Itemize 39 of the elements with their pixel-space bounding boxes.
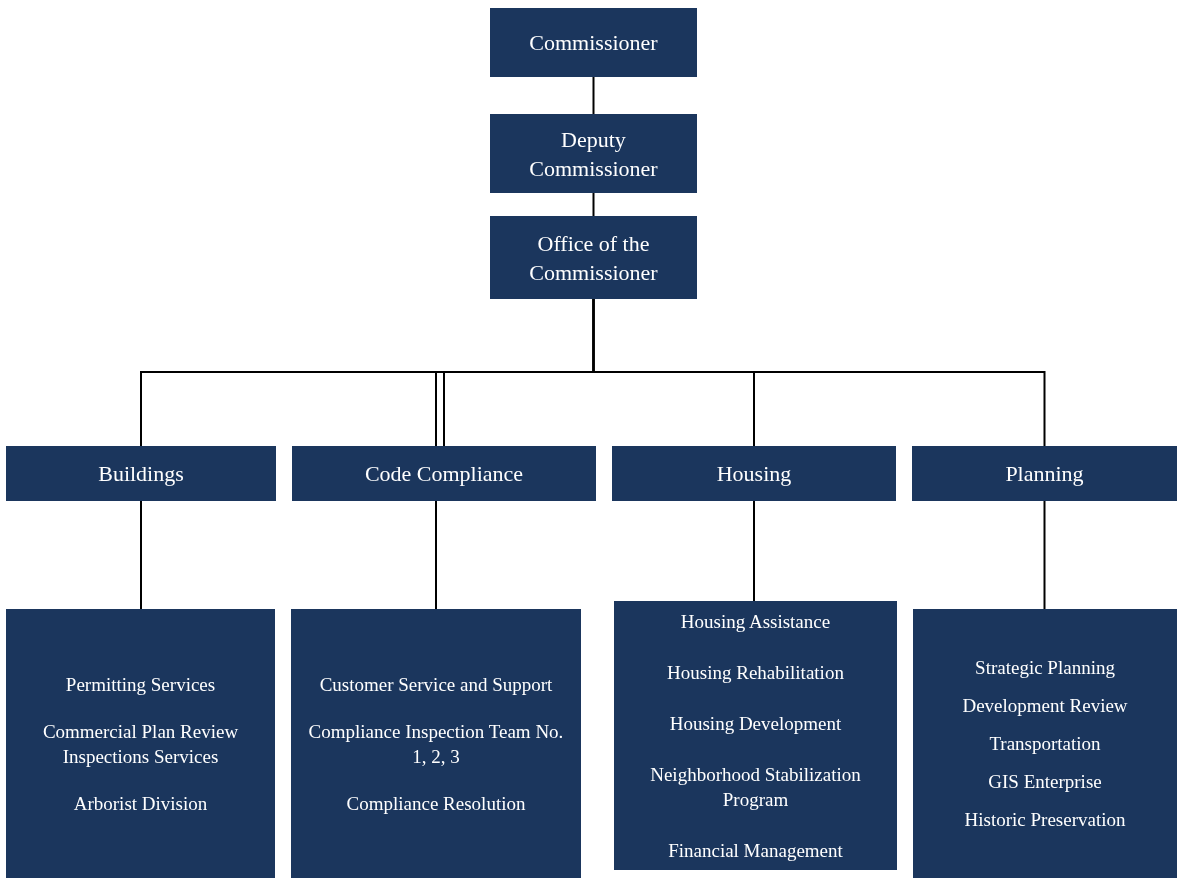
org-unit-box (912, 446, 1177, 501)
unit-item: Permitting Services (65, 672, 216, 697)
sub-unit-box (913, 609, 1177, 878)
connector-line (140, 500, 142, 610)
connector-line (592, 298, 1046, 447)
unit-item: Transportation (989, 732, 1101, 756)
unit-title: Deputy Commissioner (528, 125, 659, 183)
org-unit-box (490, 114, 697, 193)
connector-line (1043, 500, 1046, 610)
unit-item: Customer Service and Support (319, 672, 553, 697)
unit-item: Financial Management (668, 838, 843, 863)
unit-title: Commissioner (529, 29, 658, 57)
org-unit-box (292, 446, 596, 501)
unit-item: Compliance Resolution (346, 791, 526, 816)
unit-item: Compliance Inspection Team No. 1, 2, 3 (307, 719, 565, 769)
unit-item: Strategic Planning (975, 656, 1115, 680)
unit-item: Housing Rehabilitation (667, 660, 844, 685)
sub-unit-box (614, 601, 897, 870)
connector-line (592, 76, 595, 115)
unit-item: Commercial Plan Review Inspections Services (41, 719, 240, 769)
unit-item: Neighborhood Stabilization Program (649, 762, 862, 812)
unit-item: Historic Preservation (964, 808, 1126, 832)
unit-title: Buildings (98, 460, 184, 488)
unit-item: Development Review (962, 694, 1128, 718)
sub-unit-box (6, 609, 275, 878)
unit-item: GIS Enterprise (988, 770, 1102, 794)
org-unit-box (490, 216, 697, 299)
unit-title: Code Compliance (364, 460, 524, 488)
connector-line (592, 192, 595, 217)
unit-item: Arborist Division (73, 791, 208, 816)
unit-item: Housing Development (669, 711, 842, 736)
org-unit-box (6, 446, 276, 501)
unit-item: Housing Assistance (680, 609, 831, 634)
sub-unit-box (291, 609, 581, 878)
org-unit-box (490, 8, 697, 77)
unit-title: Planning (1005, 460, 1084, 488)
unit-title: Office of the Commissioner (528, 229, 659, 287)
org-unit-box (612, 446, 896, 501)
unit-title: Housing (716, 460, 792, 488)
